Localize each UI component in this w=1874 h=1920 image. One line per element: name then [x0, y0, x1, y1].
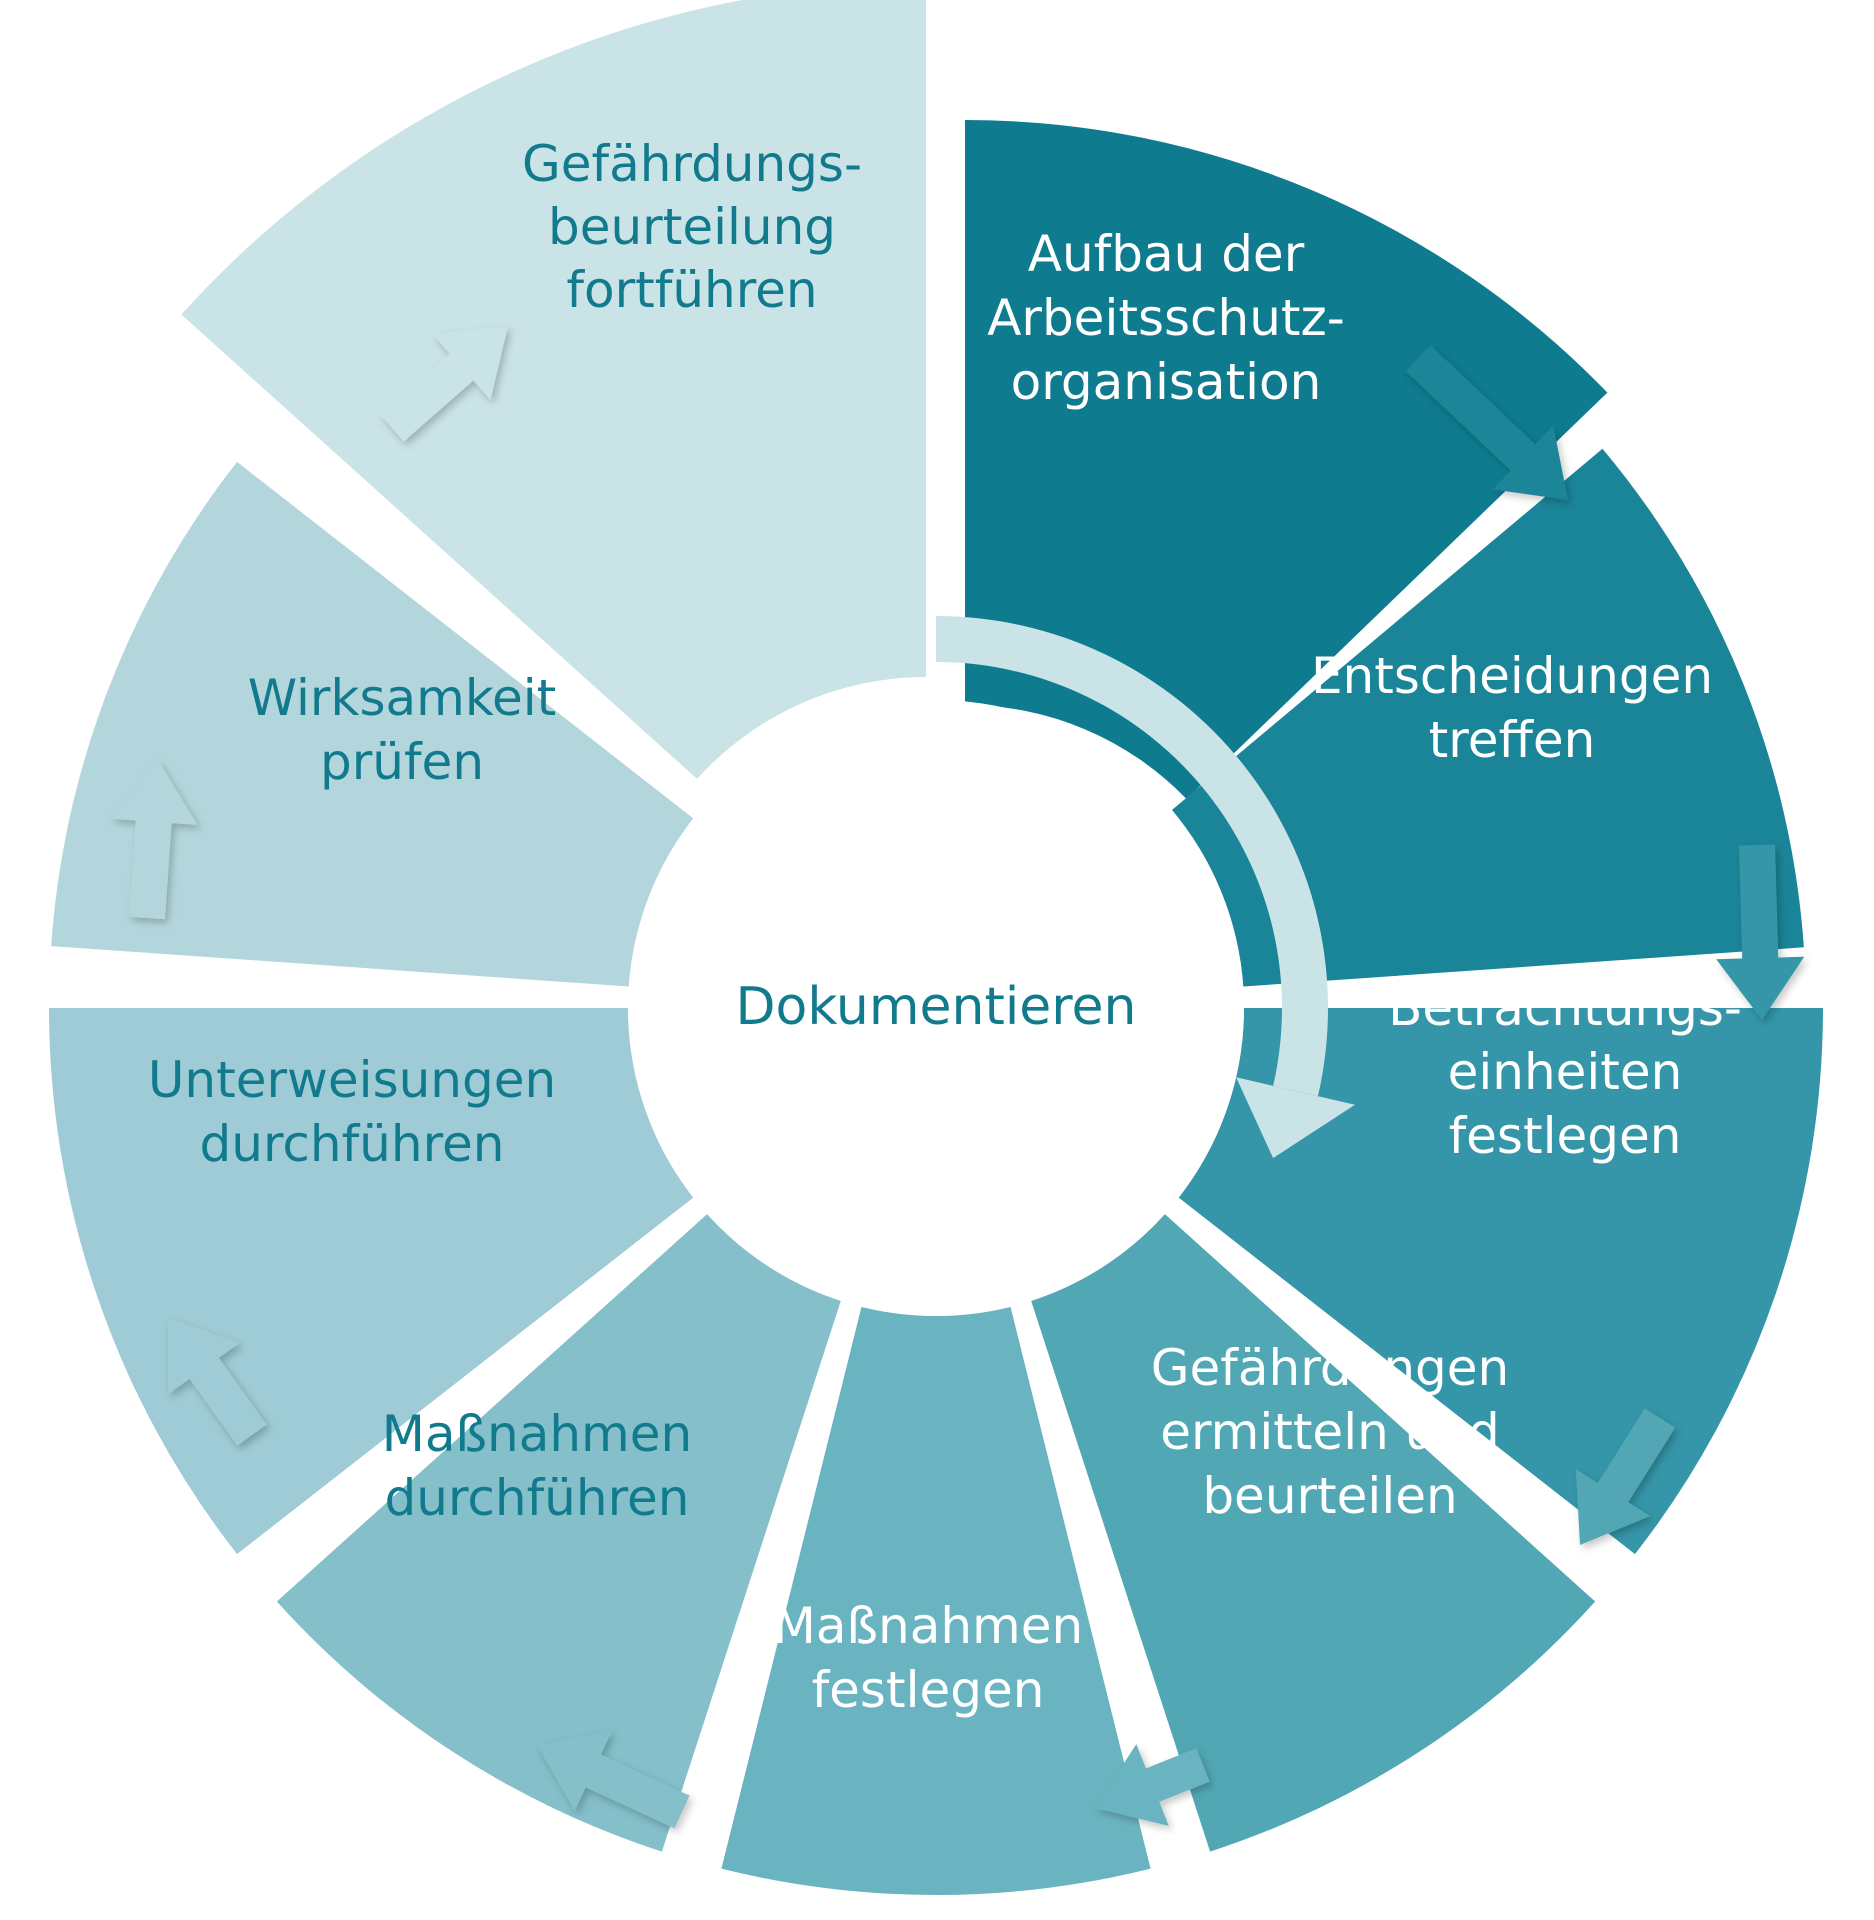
segment-betrachtungseinheiten [1178, 1008, 1823, 1555]
segment-label-line: treffen [1429, 711, 1596, 769]
connector-arrow-6 [168, 1318, 267, 1446]
segment-label-line: Aufbau der [1028, 225, 1305, 283]
center-circle [628, 700, 1244, 1316]
segment-label-line: durchführen [200, 1115, 505, 1173]
segment-label-betrachtungseinheiten: Betrachtungs-einheiten festlegen [1388, 979, 1742, 1165]
segment-label-line: organisation [1011, 353, 1322, 411]
segment-massnahmen-durchfuehren [276, 1214, 841, 1852]
segment-label-line: ermitteln und [1160, 1403, 1500, 1461]
segment-label-line: beurteilung [548, 198, 836, 256]
segment-massnahmen-festlegen [721, 1306, 1151, 1896]
segment-gefaehrdungen [1031, 1214, 1596, 1852]
segment-label-line: Maßnahmen [773, 1597, 1083, 1655]
segment-fortfuehren [181, 0, 926, 779]
segment-label-line: festlegen [812, 1661, 1045, 1719]
connector-arrow-3 [1575, 1408, 1676, 1545]
segment-entscheidungen [1171, 448, 1804, 987]
connector-arrow-8 [380, 326, 508, 442]
segment-wirksamkeit [51, 461, 694, 987]
connector-arrow-1 [1405, 344, 1568, 500]
inner-arrow-layer [936, 616, 1355, 1159]
segment-label-line: Entscheidungen [1311, 647, 1713, 705]
segment-label-line: durchführen [385, 1469, 690, 1527]
segment-label-line: beurteilen [1202, 1467, 1457, 1525]
connector-arrow-7 [109, 760, 198, 920]
inner-cycle-arrow-head [1236, 1077, 1355, 1159]
segment-label-line: Gefährdungen [1151, 1339, 1509, 1397]
segment-label-line: einheiten [1448, 1043, 1683, 1101]
arrows-layer [109, 326, 1805, 1829]
segment-label-line: festlegen [1449, 1107, 1682, 1165]
segment-label-line: Betrachtungs- [1388, 979, 1742, 1037]
segments-layer [49, 0, 1823, 1896]
center-label: Dokumentieren [736, 977, 1137, 1037]
segment-aufbau [965, 120, 1608, 800]
segment-label-gefaehrdungen: Gefährdungen ermitteln und beurteilen [1151, 1339, 1509, 1525]
connector-arrow-5 [537, 1731, 690, 1829]
segment-label-line: Wirksamkeit [248, 669, 557, 727]
segment-unterweisungen [49, 1008, 694, 1555]
segment-label-line: fortführen [566, 261, 817, 319]
inner-cycle-arrow-body [936, 616, 1329, 1097]
segment-label-line: Arbeitsschutz- [987, 289, 1345, 347]
segment-label-line: Gefährdungs- [522, 135, 862, 193]
segment-label-line: prüfen [320, 733, 484, 791]
connector-arrow-4 [1095, 1744, 1210, 1826]
segment-label-massnahmen-durchfuehren: Maßnahmen durchführen [382, 1405, 692, 1527]
segment-label-massnahmen-festlegen: Maßnahmen festlegen [773, 1597, 1083, 1719]
segment-label-line: Unterweisungen [148, 1051, 556, 1109]
segment-label-line: Maßnahmen [382, 1405, 692, 1463]
segment-label-unterweisungen: Unterweisungen durchführen [148, 1051, 556, 1173]
connector-arrow-2 [1716, 844, 1805, 1020]
segment-label-entscheidungen: Entscheidungen treffen [1311, 647, 1713, 769]
segment-label-wirksamkeit: Wirksamkeit prüfen [248, 669, 557, 791]
